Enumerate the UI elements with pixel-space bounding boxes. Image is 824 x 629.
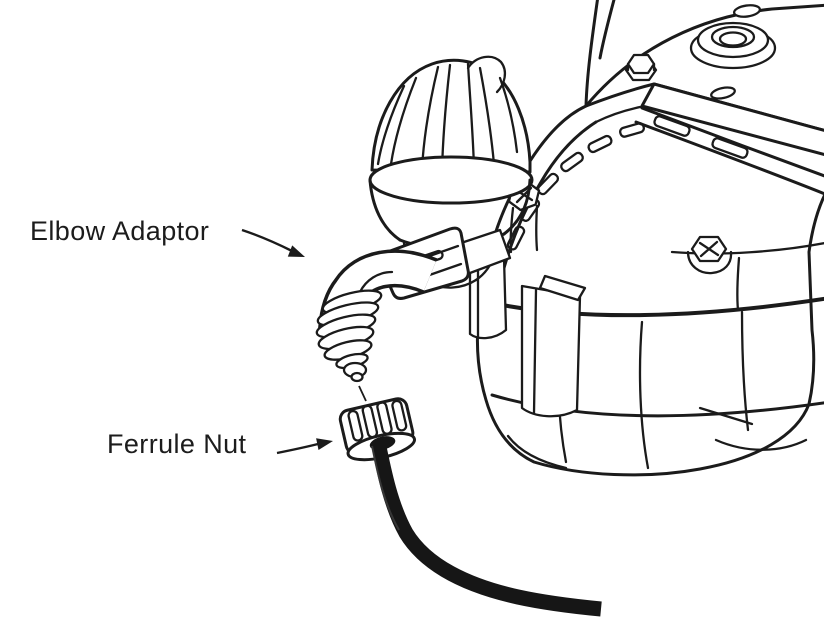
ferrule-nut-arrow [276,438,333,455]
ferrule-nut-part [338,397,416,462]
pump-body [468,0,824,477]
ferrule-nut-label: Ferrule Nut [107,429,247,459]
hex-bolt-top [624,53,658,82]
elbow-adaptor-arrow [241,228,305,257]
vent-cap [368,55,534,289]
elbow-adaptor-label: Elbow Adaptor [30,216,210,246]
tubing [370,440,602,617]
elbow-threads [315,289,383,383]
hex-bolt-right [686,235,733,275]
elbow-adaptor-part [315,226,512,383]
alignment-line [358,385,367,402]
